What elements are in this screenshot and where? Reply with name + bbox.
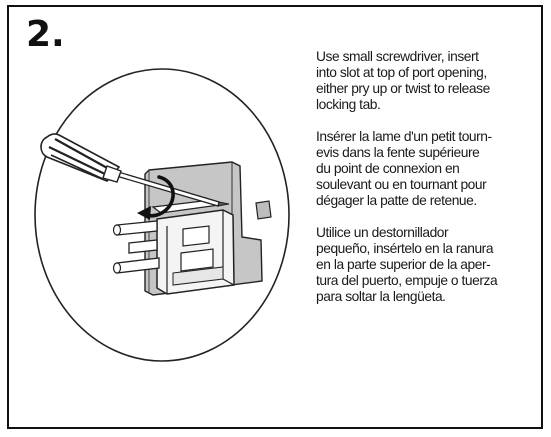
instructions-english: Use small screwdriver, insert into slot … xyxy=(316,49,538,113)
instruction-line: du point de connexion en xyxy=(316,161,460,176)
instruction-line: para soltar la lengüeta. xyxy=(316,289,446,304)
instructions-french: Insérer la lame d'un petit tourn- evis d… xyxy=(316,129,538,209)
instruction-line: pequeño, insértelo en la ranura xyxy=(316,241,494,256)
instruction-line: into slot at top of port opening, xyxy=(316,65,487,80)
instruction-line: Utilice un destornillador xyxy=(316,225,449,240)
instruction-line: en la parte superior de la aper- xyxy=(316,257,491,272)
rotate-arrow-icon xyxy=(137,175,175,220)
instruction-line: Use small screwdriver, insert xyxy=(316,49,479,64)
instruction-line: Insérer la lame d'un petit tourn- xyxy=(316,129,492,144)
screwdriver-icon xyxy=(40,133,230,207)
step-number: 2. xyxy=(26,14,65,55)
instruction-line: locking tab. xyxy=(316,97,381,112)
instruction-line: tura del puerto, empuje o tuerza xyxy=(316,273,498,288)
instruction-line: evis dans la fente supérieure xyxy=(316,145,480,160)
illustration-screwdriver-release xyxy=(34,68,290,362)
instruction-line: dégager la patte de retenue. xyxy=(316,193,477,208)
instruction-line: soulevant ou en tournant pour xyxy=(316,177,487,192)
instruction-text: Use small screwdriver, insert into slot … xyxy=(316,49,538,321)
instructions-spanish: Utilice un destornillador pequeño, insér… xyxy=(316,225,538,305)
instruction-line: either pry up or twist to release xyxy=(316,81,490,96)
